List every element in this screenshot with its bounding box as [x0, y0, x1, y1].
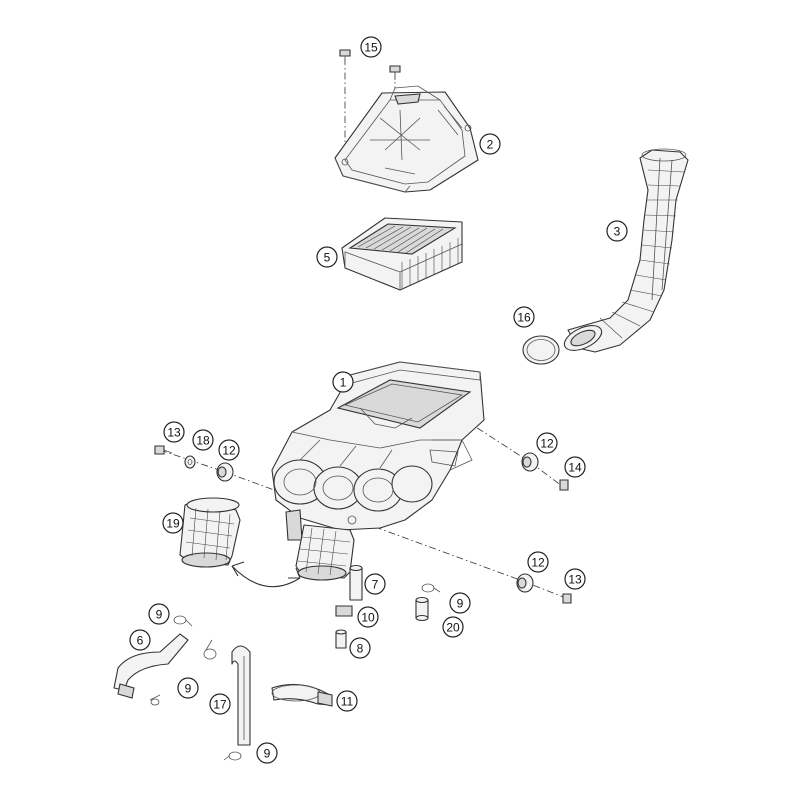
- callout-circle: [364, 573, 386, 595]
- callout-16: 16: [513, 306, 535, 328]
- callout-circle: [564, 568, 586, 590]
- callout-label: 2: [487, 138, 494, 152]
- callout-label: 12: [222, 444, 236, 458]
- callout-circle: [357, 606, 379, 628]
- callout-circle: [129, 629, 151, 651]
- airbox-cover-icon: [334, 85, 479, 193]
- callout-7: 7: [364, 573, 386, 595]
- callout-11: 11: [336, 690, 358, 712]
- callout-circle: [349, 637, 371, 659]
- swap-arrow-icon: [231, 561, 301, 588]
- callout-circle: [316, 246, 338, 268]
- callout-12: 12: [527, 551, 549, 573]
- callout-label: 12: [531, 556, 545, 570]
- callout-label: 12: [540, 437, 554, 451]
- callout-label: 15: [364, 41, 378, 55]
- callout-circle: [360, 36, 382, 58]
- callout-label: 9: [185, 682, 192, 696]
- callout-13: 13: [163, 421, 185, 443]
- callout-label: 20: [446, 621, 460, 635]
- callout-label: 13: [167, 426, 181, 440]
- callout-circle: [209, 693, 231, 715]
- callout-label: 10: [361, 611, 375, 625]
- callout-3: 3: [606, 220, 628, 242]
- callout-circle: [163, 421, 185, 443]
- callout-label: 16: [517, 311, 531, 325]
- connector-icon: [335, 605, 353, 649]
- callout-circle: [336, 690, 358, 712]
- callout-9: 9: [256, 742, 278, 764]
- intake-boot-icon: [295, 524, 355, 581]
- callout-circle: [162, 512, 184, 534]
- air-filter-icon: [341, 217, 463, 291]
- callout-9: 9: [148, 603, 170, 625]
- callout-circle: [527, 551, 549, 573]
- callout-circle: [177, 677, 199, 699]
- callout-9: 9: [177, 677, 199, 699]
- breather-hose-icon: [231, 645, 251, 746]
- callout-label: 18: [196, 434, 210, 448]
- airbox-housing-icon: [271, 361, 485, 541]
- callout-10: 10: [357, 606, 379, 628]
- drain-plug-icon: [349, 564, 363, 601]
- callout-label: 9: [457, 597, 464, 611]
- breather-hose-icon: [113, 633, 189, 706]
- callout-circle: [332, 371, 354, 393]
- callout-5: 5: [316, 246, 338, 268]
- callout-8: 8: [349, 637, 371, 659]
- callout-6: 6: [129, 629, 151, 651]
- hose-clamp-icon: [173, 583, 441, 761]
- callout-label: 9: [264, 747, 271, 761]
- callout-label: 11: [341, 695, 354, 709]
- drain-plug-icon: [415, 596, 429, 622]
- callout-label: 9: [156, 608, 163, 622]
- callout-label: 7: [372, 578, 379, 592]
- callout-circle: [449, 592, 471, 614]
- callout-circle: [442, 616, 464, 638]
- callout-label: 1: [340, 376, 347, 390]
- callout-12: 12: [536, 432, 558, 454]
- callout-1: 1: [332, 371, 354, 393]
- gasket-ring-icon: [522, 335, 560, 365]
- hose-clamp-icon: [271, 683, 333, 707]
- callout-circle: [536, 432, 558, 454]
- callout-2: 2: [479, 133, 501, 155]
- callout-label: 19: [166, 517, 180, 531]
- screw-icon: [339, 49, 401, 80]
- callout-13: 13: [564, 568, 586, 590]
- callout-label: 6: [137, 634, 144, 648]
- callout-label: 3: [614, 225, 621, 239]
- callout-label: 8: [357, 642, 364, 656]
- callout-circle: [479, 133, 501, 155]
- callout-14: 14: [564, 456, 586, 478]
- intake-boot-icon: [179, 497, 241, 568]
- callout-label: 13: [568, 573, 582, 587]
- callout-circle: [256, 742, 278, 764]
- callout-circle: [192, 429, 214, 451]
- callout-label: 5: [324, 251, 331, 265]
- callout-circle: [218, 439, 240, 461]
- callout-circle: [564, 456, 586, 478]
- washer-icon: [184, 455, 196, 469]
- callout-circle: [513, 306, 535, 328]
- callout-circle: [148, 603, 170, 625]
- callout-19: 19: [162, 512, 184, 534]
- callout-17: 17: [209, 693, 231, 715]
- callout-9: 9: [449, 592, 471, 614]
- callout-20: 20: [442, 616, 464, 638]
- callout-15: 15: [360, 36, 382, 58]
- callout-12: 12: [218, 439, 240, 461]
- callout-label: 14: [568, 461, 582, 475]
- rubber-grommet-icon: [216, 452, 539, 593]
- callout-18: 18: [192, 429, 214, 451]
- callout-label: 17: [213, 698, 227, 712]
- callout-circle: [606, 220, 628, 242]
- screw-icon: [154, 445, 572, 604]
- intake-duct-icon: [563, 148, 689, 353]
